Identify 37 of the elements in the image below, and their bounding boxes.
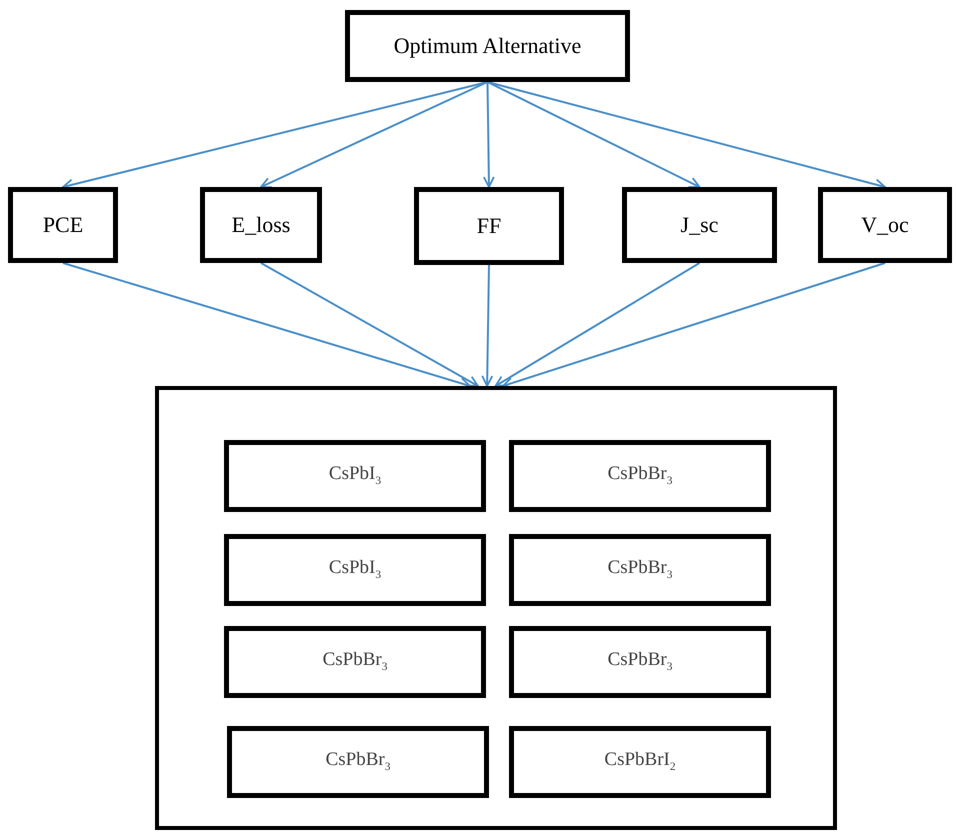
box-label: PCE bbox=[42, 212, 84, 238]
arrow bbox=[482, 82, 495, 188]
alternative-box bbox=[509, 534, 771, 606]
box-label: CsPbI$_{3}$ bbox=[328, 557, 382, 583]
box-label: CsPbBr$_{3}$ bbox=[322, 649, 388, 675]
arrow bbox=[481, 264, 494, 387]
box-label: CsPbBr$_{3}$ bbox=[608, 557, 672, 583]
criterion-box bbox=[8, 187, 118, 263]
criterion-box bbox=[414, 187, 564, 265]
box-label: E_loss bbox=[232, 212, 290, 238]
alternative-box bbox=[224, 440, 486, 512]
box-label: CsPbBr$_{3}$ bbox=[608, 463, 672, 489]
box-label: CsPbI$_{3}$ bbox=[328, 463, 382, 489]
arrow bbox=[502, 262, 886, 389]
box-label: J_sc bbox=[680, 212, 718, 238]
goal-box bbox=[345, 10, 630, 82]
criterion-box bbox=[622, 187, 777, 263]
arrow bbox=[487, 81, 700, 188]
arrow bbox=[260, 81, 488, 188]
box-label: Optimum Alternative bbox=[394, 32, 582, 60]
box-label: V_oc bbox=[861, 212, 909, 238]
box-label: CsPbBr$_{3}$ bbox=[326, 749, 390, 775]
arrow bbox=[260, 262, 479, 387]
alternative-box bbox=[227, 726, 489, 798]
alternative-box bbox=[509, 726, 771, 798]
criterion-box bbox=[200, 187, 322, 263]
box-label: FF bbox=[476, 212, 502, 240]
box-label: CsPbBr$_{3}$ bbox=[608, 649, 672, 675]
box-label: CsPbBrI$_{2}$ bbox=[604, 749, 676, 775]
container-box bbox=[155, 386, 837, 830]
alternative-box bbox=[224, 534, 486, 606]
alternative-box bbox=[224, 626, 486, 698]
arrow bbox=[494, 262, 700, 387]
criterion-box bbox=[818, 187, 952, 263]
alternative-box bbox=[509, 440, 771, 512]
alternative-box bbox=[509, 626, 771, 698]
arrow bbox=[62, 262, 471, 389]
